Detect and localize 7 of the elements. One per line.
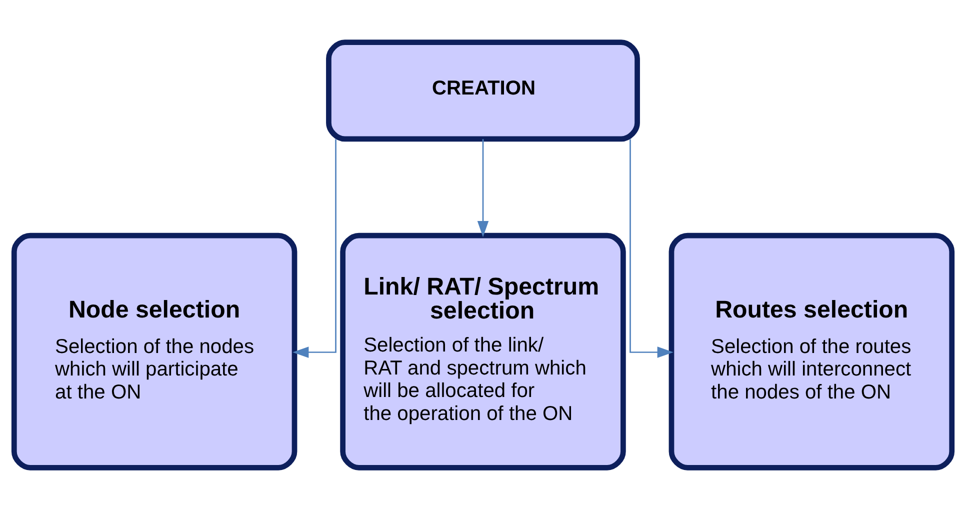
node-box: CREATION [326,39,640,142]
node-box: Node selection Selection of the nodes which will participate at the ON [11,232,298,470]
arrow [630,138,674,358]
arrow [477,138,489,237]
arrow [292,138,336,358]
node-box: Routes selection Selection of the routes which will interconnect the nodes of the ON [668,232,955,470]
node-box: Link/ RAT/ Spectrum selection Selection of the link/ RAT and spectrum which will be allocated for the operation of the ON [340,232,626,470]
